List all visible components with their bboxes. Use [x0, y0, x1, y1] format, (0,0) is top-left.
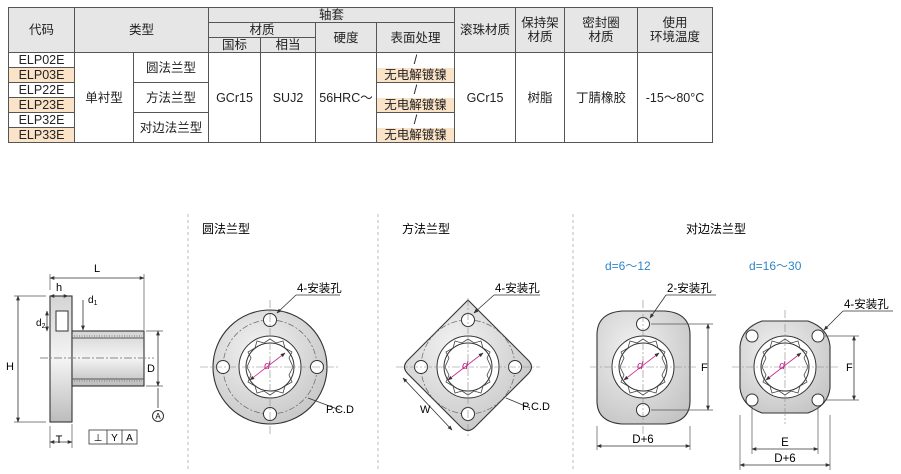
surface-option: 无电解镀镍	[376, 127, 455, 143]
dim-E-label: E	[781, 437, 789, 449]
code-cell: ELP33E	[8, 127, 75, 143]
retainer-material-value: 树脂	[515, 52, 565, 143]
tolerance-frame: ⊥ Y A	[88, 429, 138, 445]
dim-F-label: F	[846, 362, 853, 374]
dim-d2-label: d2	[36, 318, 46, 330]
dim-H-label: H	[6, 361, 14, 373]
dim-W-label: W	[420, 404, 431, 416]
square-flange-drawing: 方法兰型 d 4-安装孔 P.C.D W	[396, 221, 550, 436]
bore-label: d	[779, 360, 786, 372]
svg-text:Y: Y	[111, 433, 118, 444]
spec-table: 代码 类型 轴套 滚珠材质 保持架 材质 密封圈 材质 使用 环境温度 材质 硬…	[8, 7, 713, 143]
mounting-hole-section	[55, 310, 69, 332]
holes-label: 4-安装孔	[844, 297, 889, 311]
dim-D-label: D	[147, 363, 155, 375]
temperature-value: -15～80°C	[637, 52, 713, 143]
header-retainer-material: 保持架 材质	[515, 7, 565, 53]
round-flange-title: 圆法兰型	[202, 222, 250, 236]
material-equivalent: SUJ2	[260, 52, 316, 143]
group-type: 单衬型	[74, 52, 134, 143]
opposed-flange-title: 对边法兰型	[686, 222, 746, 236]
dim-F-label: F	[701, 362, 708, 374]
header-code: 代码	[8, 7, 75, 53]
round-flange-drawing: 圆法兰型 d 4-安装孔 P.C.D	[200, 222, 354, 434]
range-small-label: d=6～12	[605, 259, 651, 273]
holes-label: 4-安装孔	[495, 281, 540, 295]
header-hardness: 硬度	[315, 22, 377, 53]
opposed-flange-drawing: 对边法兰型 d=6～12 d=16～30 d 2-安装孔 F D+6	[590, 222, 893, 470]
mounting-hole	[745, 393, 759, 407]
flange-type-round: 圆法兰型	[133, 52, 209, 83]
dim-L-label: L	[94, 263, 100, 275]
pcd-label: P.C.D	[326, 404, 354, 416]
dim-h-label: h	[56, 282, 62, 294]
surface-option: 无电解镀镍	[376, 97, 455, 113]
header-ball-material: 滚珠材质	[454, 7, 516, 53]
datum-label: A	[155, 412, 161, 421]
mounting-hole	[811, 393, 825, 407]
dim-T-label: T	[56, 434, 63, 446]
mounting-hole	[745, 329, 759, 343]
side-view-drawing: L h d1 d2 H D A T ⊥ Y	[6, 263, 164, 448]
datum-symbol	[152, 410, 164, 422]
flange-type-opposed: 对边法兰型	[133, 112, 209, 143]
bore-label: d	[637, 360, 644, 372]
holes-label: 4-安装孔	[297, 281, 342, 295]
seal-material-value: 丁腈橡胶	[564, 52, 638, 143]
opposed-flange-small: d 2-安装孔 F D+6	[590, 281, 716, 450]
range-large-label: d=16～30	[749, 259, 802, 273]
square-flange-title: 方法兰型	[402, 221, 450, 236]
dim-D6-label: D+6	[774, 453, 795, 465]
header-seal-material: 密封圈 材质	[564, 7, 638, 53]
surface-none: /	[376, 82, 455, 98]
mounting-hole	[811, 329, 825, 343]
opposed-flange-large: d 4-安装孔 F E D+6	[732, 297, 893, 470]
bore-label: d	[264, 360, 271, 372]
dim-D6-label: D+6	[632, 434, 653, 446]
bore-label: d	[462, 360, 469, 372]
header-surface-treatment: 表面处理	[376, 22, 455, 53]
svg-text:⊥: ⊥	[94, 433, 103, 444]
dim-d1-label: d1	[88, 295, 98, 307]
surface-none: /	[376, 112, 455, 128]
header-temperature: 使用 环境温度	[637, 7, 713, 53]
svg-text:A: A	[126, 433, 133, 444]
hardness-value: 56HRC～	[315, 52, 377, 143]
flange-type-square: 方法兰型	[133, 82, 209, 113]
header-equivalent: 相当	[260, 37, 316, 53]
header-material: 材质	[208, 22, 316, 38]
holes-label: 2-安装孔	[667, 281, 712, 295]
code-cell: ELP02E	[8, 52, 75, 68]
pcd-label: P.C.D	[522, 401, 550, 413]
code-cell: ELP32E	[8, 112, 75, 128]
code-cell: ELP22E	[8, 82, 75, 98]
